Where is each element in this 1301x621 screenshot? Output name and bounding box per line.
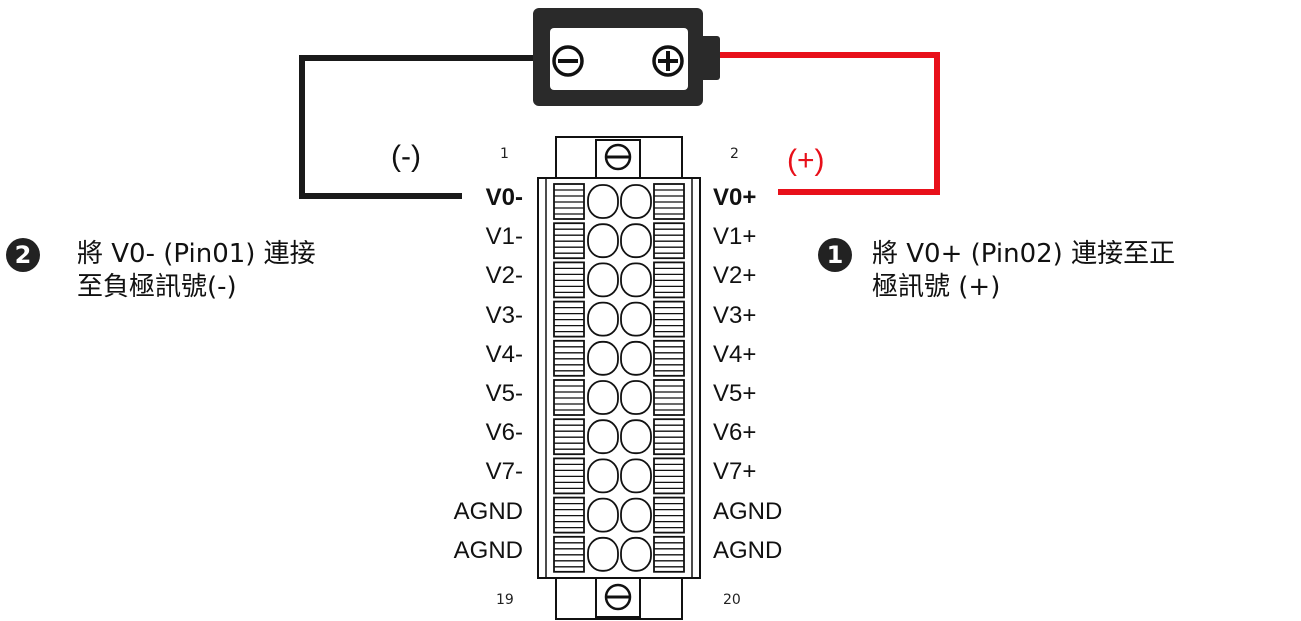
note-positive-connection: 將 V0+ (Pin02) 連接至正 極訊號 (+) — [872, 238, 1175, 304]
note-negative-line1: 將 V0- (Pin01) 連接 — [77, 239, 316, 269]
right-pin-label: V4+ — [713, 340, 757, 368]
left-pin-label: V7- — [485, 458, 523, 486]
right-pin-label: V3+ — [713, 301, 757, 329]
battery-positive-terminal-icon — [652, 45, 684, 77]
terminal-block — [537, 136, 701, 620]
right-pin-label: AGND — [713, 536, 783, 564]
step-1-badge: 1 — [818, 238, 852, 272]
note-positive-line1: 將 V0+ (Pin02) 連接至正 — [872, 239, 1176, 269]
positive-wire — [718, 52, 940, 195]
right-pin-label: V5+ — [713, 380, 757, 407]
note-positive-line2: 極訊號 (+) — [872, 272, 1001, 302]
negative-wire — [299, 55, 533, 199]
terminal-slot — [553, 222, 685, 260]
left-pin-label: AGND — [453, 497, 523, 525]
positive-polarity-label: (+) — [787, 144, 825, 177]
terminal-slot — [553, 300, 685, 338]
left-pin-label: V1- — [485, 223, 523, 251]
terminal-slot — [553, 339, 685, 377]
note-negative-line2: 至負極訊號(-) — [77, 272, 237, 302]
right-pin-label: V1+ — [713, 223, 757, 251]
right-pin-label: V0+ — [713, 184, 757, 211]
pin-number-2: 2 — [730, 146, 739, 162]
left-pin-label: V5- — [485, 380, 523, 407]
left-pin-label: V3- — [485, 301, 523, 329]
right-pin-label: V2+ — [713, 262, 757, 290]
terminal-slot — [553, 535, 685, 573]
left-pin-label: V4- — [485, 340, 523, 368]
right-pin-label: AGND — [713, 497, 783, 525]
negative-polarity-label: (-) — [391, 140, 421, 173]
terminal-slot — [553, 496, 685, 534]
left-pin-label: V0- — [485, 184, 523, 211]
terminal-slot — [553, 457, 685, 495]
pin-number-20: 20 — [723, 592, 741, 608]
bottom-screw-icon — [604, 583, 632, 611]
left-pin-label: V2- — [485, 262, 523, 290]
right-pin-label: V6+ — [713, 419, 757, 447]
pin-number-19: 19 — [496, 592, 514, 608]
terminal-slots — [553, 183, 685, 573]
left-pin-label: V6- — [485, 419, 523, 447]
left-pin-label: AGND — [453, 536, 523, 564]
step-2-badge: 2 — [6, 238, 40, 272]
top-screw-icon — [604, 143, 632, 171]
note-negative-connection: 將 V0- (Pin01) 連接 至負極訊號(-) — [77, 238, 316, 304]
pin-number-1: 1 — [500, 146, 509, 162]
terminal-slot — [553, 261, 685, 299]
terminal-slot — [553, 418, 685, 456]
battery — [533, 8, 720, 106]
right-pin-label: V7+ — [713, 458, 757, 486]
terminal-slot — [553, 183, 685, 220]
terminal-slot — [553, 379, 685, 416]
battery-negative-terminal-icon — [552, 45, 584, 77]
